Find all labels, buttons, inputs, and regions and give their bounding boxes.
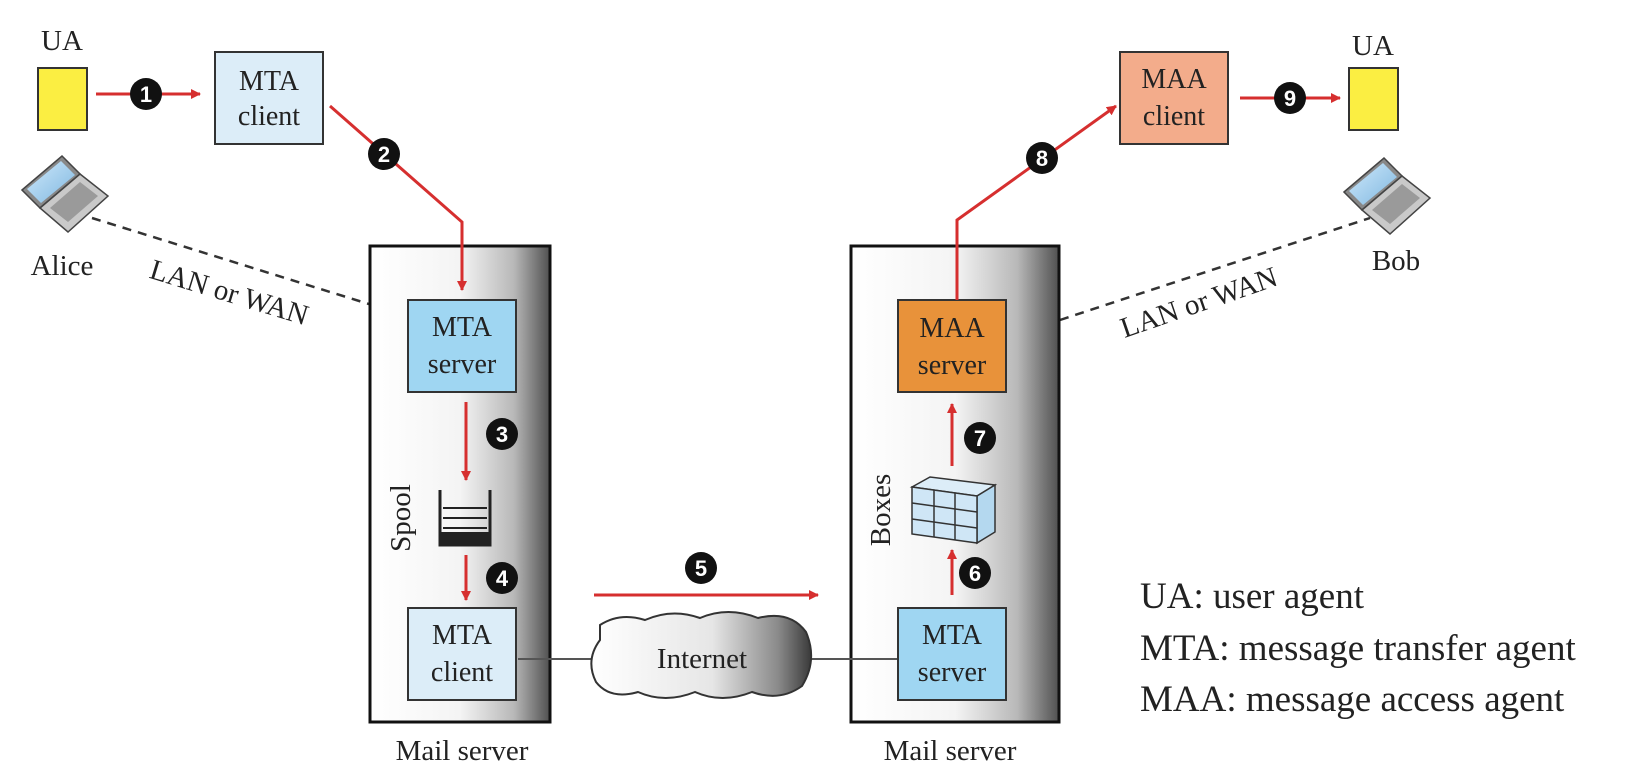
ua-left-label: UA — [41, 25, 83, 57]
ua-left — [37, 67, 88, 131]
mailboxes-icon — [909, 476, 998, 545]
mta-server-left-line2: server — [428, 349, 497, 380]
mta-client-bottom-line2: client — [431, 657, 493, 688]
step-badge-2: 2 — [368, 138, 400, 170]
maa-server-line2: server — [918, 350, 987, 381]
maa-client — [1119, 51, 1229, 145]
mta-client-top-line2: client — [238, 101, 300, 132]
arrow-8 — [955, 104, 1117, 300]
maa-client-line1: MAA — [1141, 64, 1207, 95]
svg-text:4: 4 — [496, 566, 509, 591]
step-badge-5: 5 — [685, 552, 717, 584]
step-badge-7: 7 — [964, 422, 996, 454]
step-badge-6: 6 — [959, 557, 991, 589]
step-badge-8: 8 — [1026, 142, 1058, 174]
step-badge-1: 1 — [130, 78, 162, 110]
svg-text:2: 2 — [378, 142, 390, 167]
internet-label: Internet — [657, 643, 747, 675]
mta-server-right-line2: server — [918, 657, 987, 688]
step-badge-9: 9 — [1274, 82, 1306, 114]
laptop-bob-icon — [1342, 156, 1432, 235]
svg-text:8: 8 — [1036, 146, 1048, 171]
maa-client-line2: client — [1143, 101, 1205, 132]
internet-cloud — [590, 611, 813, 699]
laptop-alice-icon — [20, 154, 110, 233]
svg-text:6: 6 — [969, 561, 981, 586]
spool-icon — [438, 490, 492, 547]
ua-right — [1348, 67, 1399, 131]
svg-text:7: 7 — [974, 426, 986, 451]
svg-text:1: 1 — [140, 82, 152, 107]
mta-client-top-line1: MTA — [239, 66, 300, 97]
mta-server-left-line1: MTA — [432, 312, 493, 343]
alice-label: Alice — [31, 250, 94, 282]
maa-server-line1: MAA — [919, 313, 985, 344]
legend-maa: MAA: message access agent — [1140, 679, 1565, 720]
svg-text:5: 5 — [695, 556, 707, 581]
ua-right-label: UA — [1352, 30, 1394, 62]
mta-client-bottom-line1: MTA — [432, 620, 493, 651]
lan-link-left — [91, 216, 373, 307]
mail-server-right-label: Mail server — [884, 735, 1017, 767]
step-badge-4: 4 — [486, 562, 518, 594]
legend-ua: UA: user agent — [1140, 576, 1365, 617]
svg-text:3: 3 — [496, 422, 508, 447]
mta-client-top — [214, 51, 324, 145]
svg-text:9: 9 — [1284, 86, 1296, 111]
maa-server — [897, 299, 1007, 393]
mta-client-bottom — [407, 607, 517, 701]
mail-server-left-label: Mail server — [396, 735, 529, 767]
lan-label-left: LAN or WAN — [146, 254, 312, 333]
bob-label: Bob — [1372, 245, 1420, 277]
step-badge-3: 3 — [486, 418, 518, 450]
mta-server-left — [407, 299, 517, 393]
lan-link-right — [1059, 216, 1371, 322]
spool-label: Spool — [385, 484, 417, 552]
legend-mta: MTA: message transfer agent — [1140, 628, 1576, 669]
mta-server-right-line1: MTA — [922, 620, 983, 651]
boxes-label: Boxes — [865, 474, 897, 547]
mta-server-right — [897, 607, 1007, 701]
